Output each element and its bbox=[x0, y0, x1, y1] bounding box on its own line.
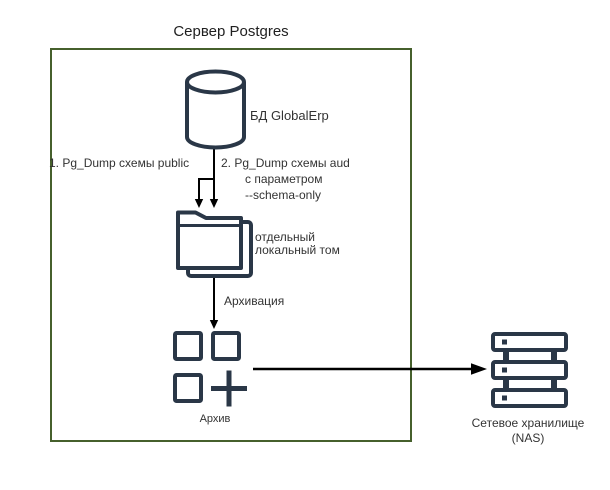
archive-plus-icon bbox=[173, 331, 247, 407]
postgres-server-boundary bbox=[50, 48, 412, 442]
archivation-arrow bbox=[209, 278, 219, 329]
database-cylinder-icon bbox=[185, 69, 246, 150]
folder-icon bbox=[176, 210, 253, 278]
dump-aud-line1: 2. Pg_Dump схемы aud bbox=[221, 156, 350, 170]
server-rack-icon bbox=[491, 332, 568, 408]
nas-label: Сетевое хранилище (NAS) bbox=[457, 416, 599, 446]
dump-public-arrow bbox=[194, 178, 214, 208]
database-label: БД GlobalErp bbox=[250, 108, 329, 123]
archivation-edge-label: Архивация bbox=[224, 294, 285, 308]
nas-line2: (NAS) bbox=[511, 431, 545, 445]
dump-aud-edge-label: 2. Pg_Dump схемы aud с параметром --sche… bbox=[221, 155, 350, 203]
local-volume-line2: локальный том bbox=[255, 243, 340, 257]
nas-transfer-arrow bbox=[253, 363, 487, 375]
dump-aud-arrow bbox=[209, 147, 219, 208]
dump-public-edge-label: 1. Pg_Dump схемы public bbox=[49, 156, 190, 170]
dump-aud-line2: с параметром bbox=[245, 172, 323, 186]
nas-line1: Сетевое хранилище bbox=[471, 416, 585, 430]
local-volume-label: отдельный локальный том bbox=[255, 231, 340, 257]
local-volume-line1: отдельный bbox=[255, 230, 315, 244]
server-box-title: Сервер Postgres bbox=[173, 23, 289, 40]
dump-aud-line3: --schema-only bbox=[245, 188, 322, 202]
archive-label: Архив bbox=[199, 413, 231, 425]
